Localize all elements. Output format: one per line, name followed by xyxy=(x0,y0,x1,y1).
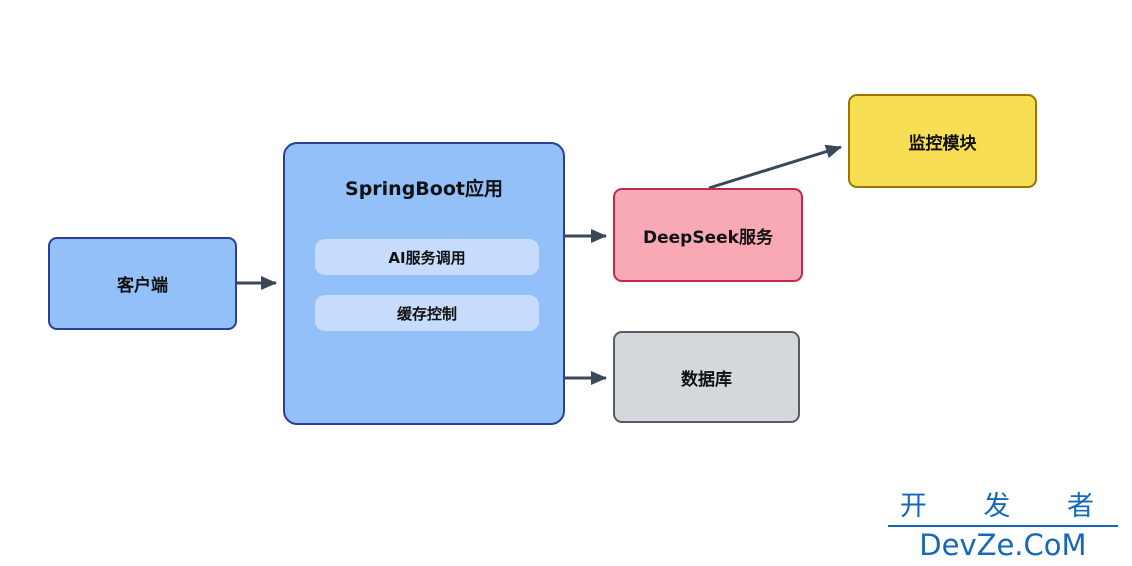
node-cache-control-label: 缓存控制 xyxy=(396,304,457,323)
node-database[interactable]: 数据库 xyxy=(613,331,800,423)
node-springboot-label: SpringBoot应用 xyxy=(345,178,503,200)
node-cache-control[interactable]: 缓存控制 xyxy=(315,295,539,331)
watermark-text-cn: 开 发 者 xyxy=(887,484,1118,527)
node-ai-service-call-label: AI服务调用 xyxy=(388,248,466,267)
node-monitor-module[interactable]: 监控模块 xyxy=(848,94,1037,188)
node-deepseek-service-label: DeepSeek服务 xyxy=(643,227,773,248)
arrow-deepseek-to-monitor xyxy=(708,144,842,190)
node-deepseek-service[interactable]: DeepSeek服务 xyxy=(613,188,803,282)
watermark: 开 发 者 DevZe.CoM xyxy=(887,484,1118,562)
node-client[interactable]: 客户端 xyxy=(48,237,237,330)
node-monitor-module-label: 监控模块 xyxy=(908,133,977,154)
watermark-text-site: DevZe.CoM xyxy=(919,528,1087,562)
node-springboot[interactable]: SpringBoot应用 AI服务调用 缓存控制 xyxy=(283,142,565,425)
node-ai-service-call[interactable]: AI服务调用 xyxy=(315,239,539,275)
node-database-label: 数据库 xyxy=(681,369,732,390)
node-client-label: 客户端 xyxy=(117,276,168,296)
